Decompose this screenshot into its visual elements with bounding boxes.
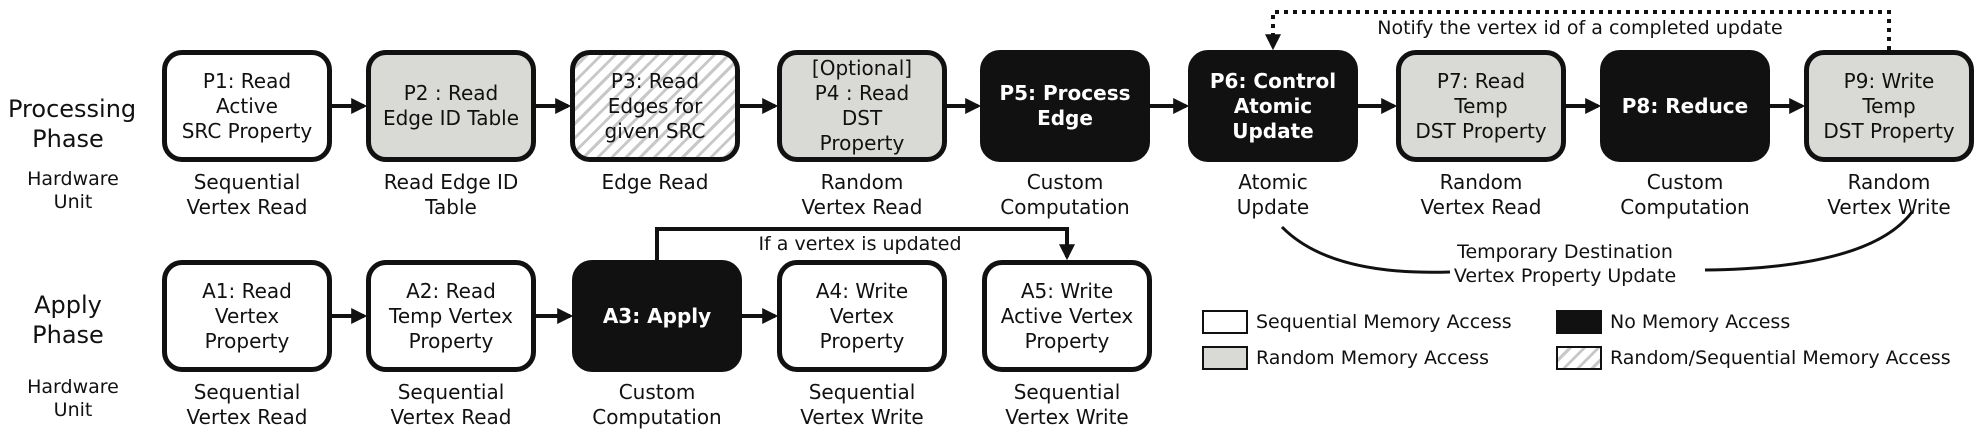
legend-item-random: Random Memory Access: [1202, 346, 1489, 370]
stage-p6-hardware-unit: Atomic Update: [1236, 170, 1310, 219]
stage-p3-box: P3: Read Edges for given SRC: [570, 50, 740, 162]
legend-label: Random Memory Access: [1256, 347, 1490, 369]
processing-phase-title: Processing Phase: [8, 95, 137, 153]
apply-hardware-unit-label: Hardware Unit: [27, 376, 119, 421]
stage-p2-hardware-unit: Read Edge ID Table: [383, 170, 519, 219]
stage-a3-hardware-unit: Custom Computation: [592, 380, 722, 429]
legend-item-mixed: Random/Sequential Memory Access: [1556, 346, 1951, 370]
stage-p8-hardware-unit: Custom Computation: [1620, 170, 1750, 219]
legend-item-none: No Memory Access: [1556, 310, 1790, 334]
stage-p4-box: [Optional] P4 : Read DST Property: [777, 50, 947, 162]
legend-swatch-random: [1202, 346, 1248, 370]
arrow-a3-to-a5-branch: [655, 227, 1075, 261]
stage-a4-hardware-unit: Sequential Vertex Write: [800, 380, 924, 429]
stage-p2-box: P2 : Read Edge ID Table: [366, 50, 536, 162]
stage-p4-hardware-unit: Random Vertex Read: [801, 170, 923, 219]
temp-update-brace-right: [1704, 211, 1914, 272]
feedback-p9-to-p6: [1265, 10, 1891, 51]
temp-update-label: Temporary Destination Vertex Property Up…: [1453, 241, 1677, 287]
legend-swatch-sequential: [1202, 310, 1248, 334]
stage-a1-box: A1: Read Vertex Property: [162, 260, 332, 372]
processing-hardware-unit-label: Hardware Unit: [27, 168, 119, 213]
stage-a2-hardware-unit: Sequential Vertex Read: [390, 380, 512, 429]
stage-a2-box: A2: Read Temp Vertex Property: [366, 260, 536, 372]
feedback-notify-label: Notify the vertex id of a completed upda…: [1377, 17, 1783, 39]
legend-label: Sequential Memory Access: [1256, 311, 1512, 333]
stage-p8-box: P8: Reduce: [1600, 50, 1770, 162]
branch-condition-label: If a vertex is updated: [758, 233, 962, 255]
legend-label: Random/Sequential Memory Access: [1610, 347, 1951, 369]
stage-p5-box: P5: Process Edge: [980, 50, 1150, 162]
stage-a4-box: A4: Write Vertex Property: [777, 260, 947, 372]
stage-a5-box: A5: Write Active Vertex Property: [982, 260, 1152, 372]
stage-p1-hardware-unit: Sequential Vertex Read: [186, 170, 308, 219]
stage-p1-box: P1: Read Active SRC Property: [162, 50, 332, 162]
stage-p6-box: P6: Control Atomic Update: [1188, 50, 1358, 162]
apply-phase-title: Apply Phase: [32, 291, 104, 349]
legend-swatch-mixed: [1556, 346, 1602, 370]
stage-p5-hardware-unit: Custom Computation: [1000, 170, 1130, 219]
stage-a5-hardware-unit: Sequential Vertex Write: [1005, 380, 1129, 429]
stage-p7-hardware-unit: Random Vertex Read: [1420, 170, 1542, 219]
temp-update-brace-left: [1280, 225, 1451, 274]
legend-swatch-none: [1556, 310, 1602, 334]
stage-p9-box: P9: Write Temp DST Property: [1804, 50, 1974, 162]
legend-item-sequential: Sequential Memory Access: [1202, 310, 1512, 334]
stage-a1-hardware-unit: Sequential Vertex Read: [186, 380, 308, 429]
stage-p9-hardware-unit: Random Vertex Write: [1827, 170, 1951, 219]
stage-p3-hardware-unit: Edge Read: [601, 170, 709, 194]
legend-label: No Memory Access: [1610, 311, 1791, 333]
stage-a3-box: A3: Apply: [572, 260, 742, 372]
stage-p7-box: P7: Read Temp DST Property: [1396, 50, 1566, 162]
